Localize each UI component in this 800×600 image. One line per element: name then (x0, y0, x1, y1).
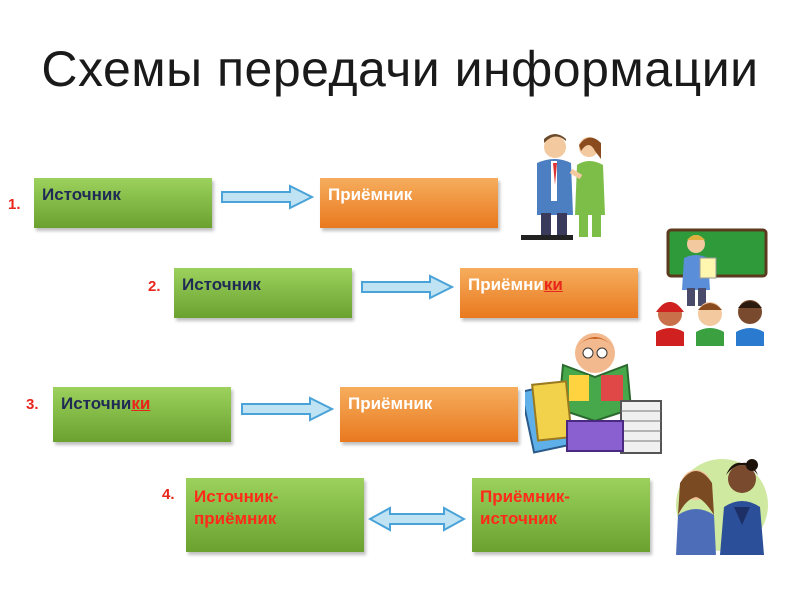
receiver-accent-2: ки (543, 275, 563, 294)
receiver-label-2: Приёмни (468, 275, 544, 294)
source-label-1: Источник (42, 185, 121, 204)
arrow-right-icon (241, 396, 335, 422)
receiver-box-3: Приёмник (340, 387, 518, 442)
source-label-3: Источни (61, 394, 132, 413)
source-line1-4: Источник- (194, 487, 279, 506)
slide-title: Схемы передачи информации (41, 41, 759, 97)
receiver-box-1: Приёмник (320, 178, 498, 228)
two-people-talking-icon (521, 134, 605, 240)
teacher-with-students-icon (656, 228, 768, 346)
source-box-4: Источник- приёмник (186, 478, 364, 552)
source-label-2: Источник (182, 275, 261, 294)
source-box-3: Источники (53, 387, 231, 442)
receiver-label-3: Приёмник (348, 394, 433, 413)
receiver-label-1: Приёмник (328, 185, 413, 204)
scheme-number-3: 3. (26, 396, 39, 413)
receiver-line1-4: Приёмник- (480, 487, 570, 506)
source-accent-3: ки (131, 394, 151, 413)
arrow-right-icon (361, 274, 455, 300)
receiver-line2-4: источник (480, 509, 558, 528)
receiver-box-4: Приёмник- источник (472, 478, 650, 552)
source-line2-4: приёмник (194, 509, 277, 528)
person-reading-magazines-icon (525, 333, 662, 454)
scheme-number-2: 2. (148, 278, 161, 295)
double-arrow-icon (368, 506, 466, 532)
two-girls-talking-icon (676, 459, 768, 555)
scheme-number-4: 4. (162, 486, 175, 503)
source-box-2: Источник (174, 268, 352, 318)
arrow-right-icon (221, 184, 315, 210)
source-box-1: Источник (34, 178, 212, 228)
receiver-box-2: Приёмники (460, 268, 638, 318)
scheme-number-1: 1. (8, 196, 21, 213)
